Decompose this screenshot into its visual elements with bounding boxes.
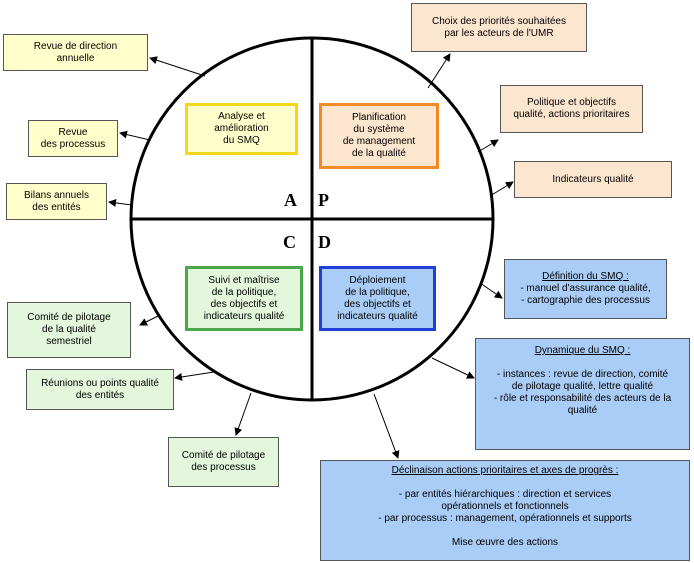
arrow-politique <box>477 139 499 153</box>
arrow-choix-priorites <box>427 53 451 89</box>
definition-smq-box: Définition du SMQ : - manuel d'assurance… <box>504 259 667 319</box>
arrow-comite-processus <box>234 392 252 436</box>
dynamique-smq-title: Dynamique du SMQ : <box>534 345 631 356</box>
quadrant-c-box: Suivi et maîtrise de la politique, des o… <box>185 266 303 331</box>
quadrant-letter-a: A <box>284 190 297 210</box>
arrow-revue-direction <box>149 56 206 77</box>
choix-priorites-box: Choix des priorités souhaitées par les a… <box>411 3 587 52</box>
quadrant-letter-c: C <box>283 232 296 252</box>
quadrant-letter-p: P <box>318 190 329 210</box>
reunions-box: Réunions ou points qualité des entités <box>26 369 174 410</box>
bilans-box: Bilans annuels des entités <box>6 183 107 220</box>
arrow-indicateurs <box>489 181 514 197</box>
declinaison-body: - par entités hiérarchiques : direction … <box>378 489 632 548</box>
definition-smq-title: Définition du SMQ : <box>542 271 629 282</box>
arrow-revue-processus <box>119 130 151 141</box>
quadrant-d-box: Déploiement de la politique, des objecti… <box>319 266 436 331</box>
definition-smq-body: - manuel d'assurance qualité, - cartogra… <box>520 283 651 306</box>
arrow-bilans <box>108 198 133 207</box>
dynamique-smq-body: - instances : revue de direction, comité… <box>493 369 672 416</box>
arrow-declinaison <box>373 393 400 459</box>
quadrant-p-box: Planification du système de management d… <box>319 103 439 169</box>
arrow-definition <box>479 282 503 299</box>
arrow-reunions <box>174 371 215 381</box>
comite-processus-box: Comité de pilotage des processus <box>168 437 279 487</box>
revue-processus-box: Revue des processus <box>28 120 118 157</box>
arrow-dynamique <box>431 357 475 379</box>
dynamique-smq-box: Dynamique du SMQ : - instances : revue d… <box>475 338 690 450</box>
declinaison-box: Déclinaison actions prioritaires et axes… <box>320 460 690 561</box>
comite-semestriel-box: Comité de pilotage de la qualité semestr… <box>7 302 131 358</box>
declinaison-title: Déclinaison actions prioritaires et axes… <box>391 465 619 476</box>
revue-direction-box: Revue de direction annuelle <box>3 34 148 71</box>
indicateurs-box: Indicateurs qualité <box>514 161 672 198</box>
arrow-comite-semestriel <box>139 314 161 326</box>
politique-objectifs-box: Politique et objectifs qualité, actions … <box>500 85 643 133</box>
quadrant-a-box: Analyse et amélioration du SMQ <box>185 103 298 155</box>
quadrant-letter-d: D <box>318 232 331 252</box>
